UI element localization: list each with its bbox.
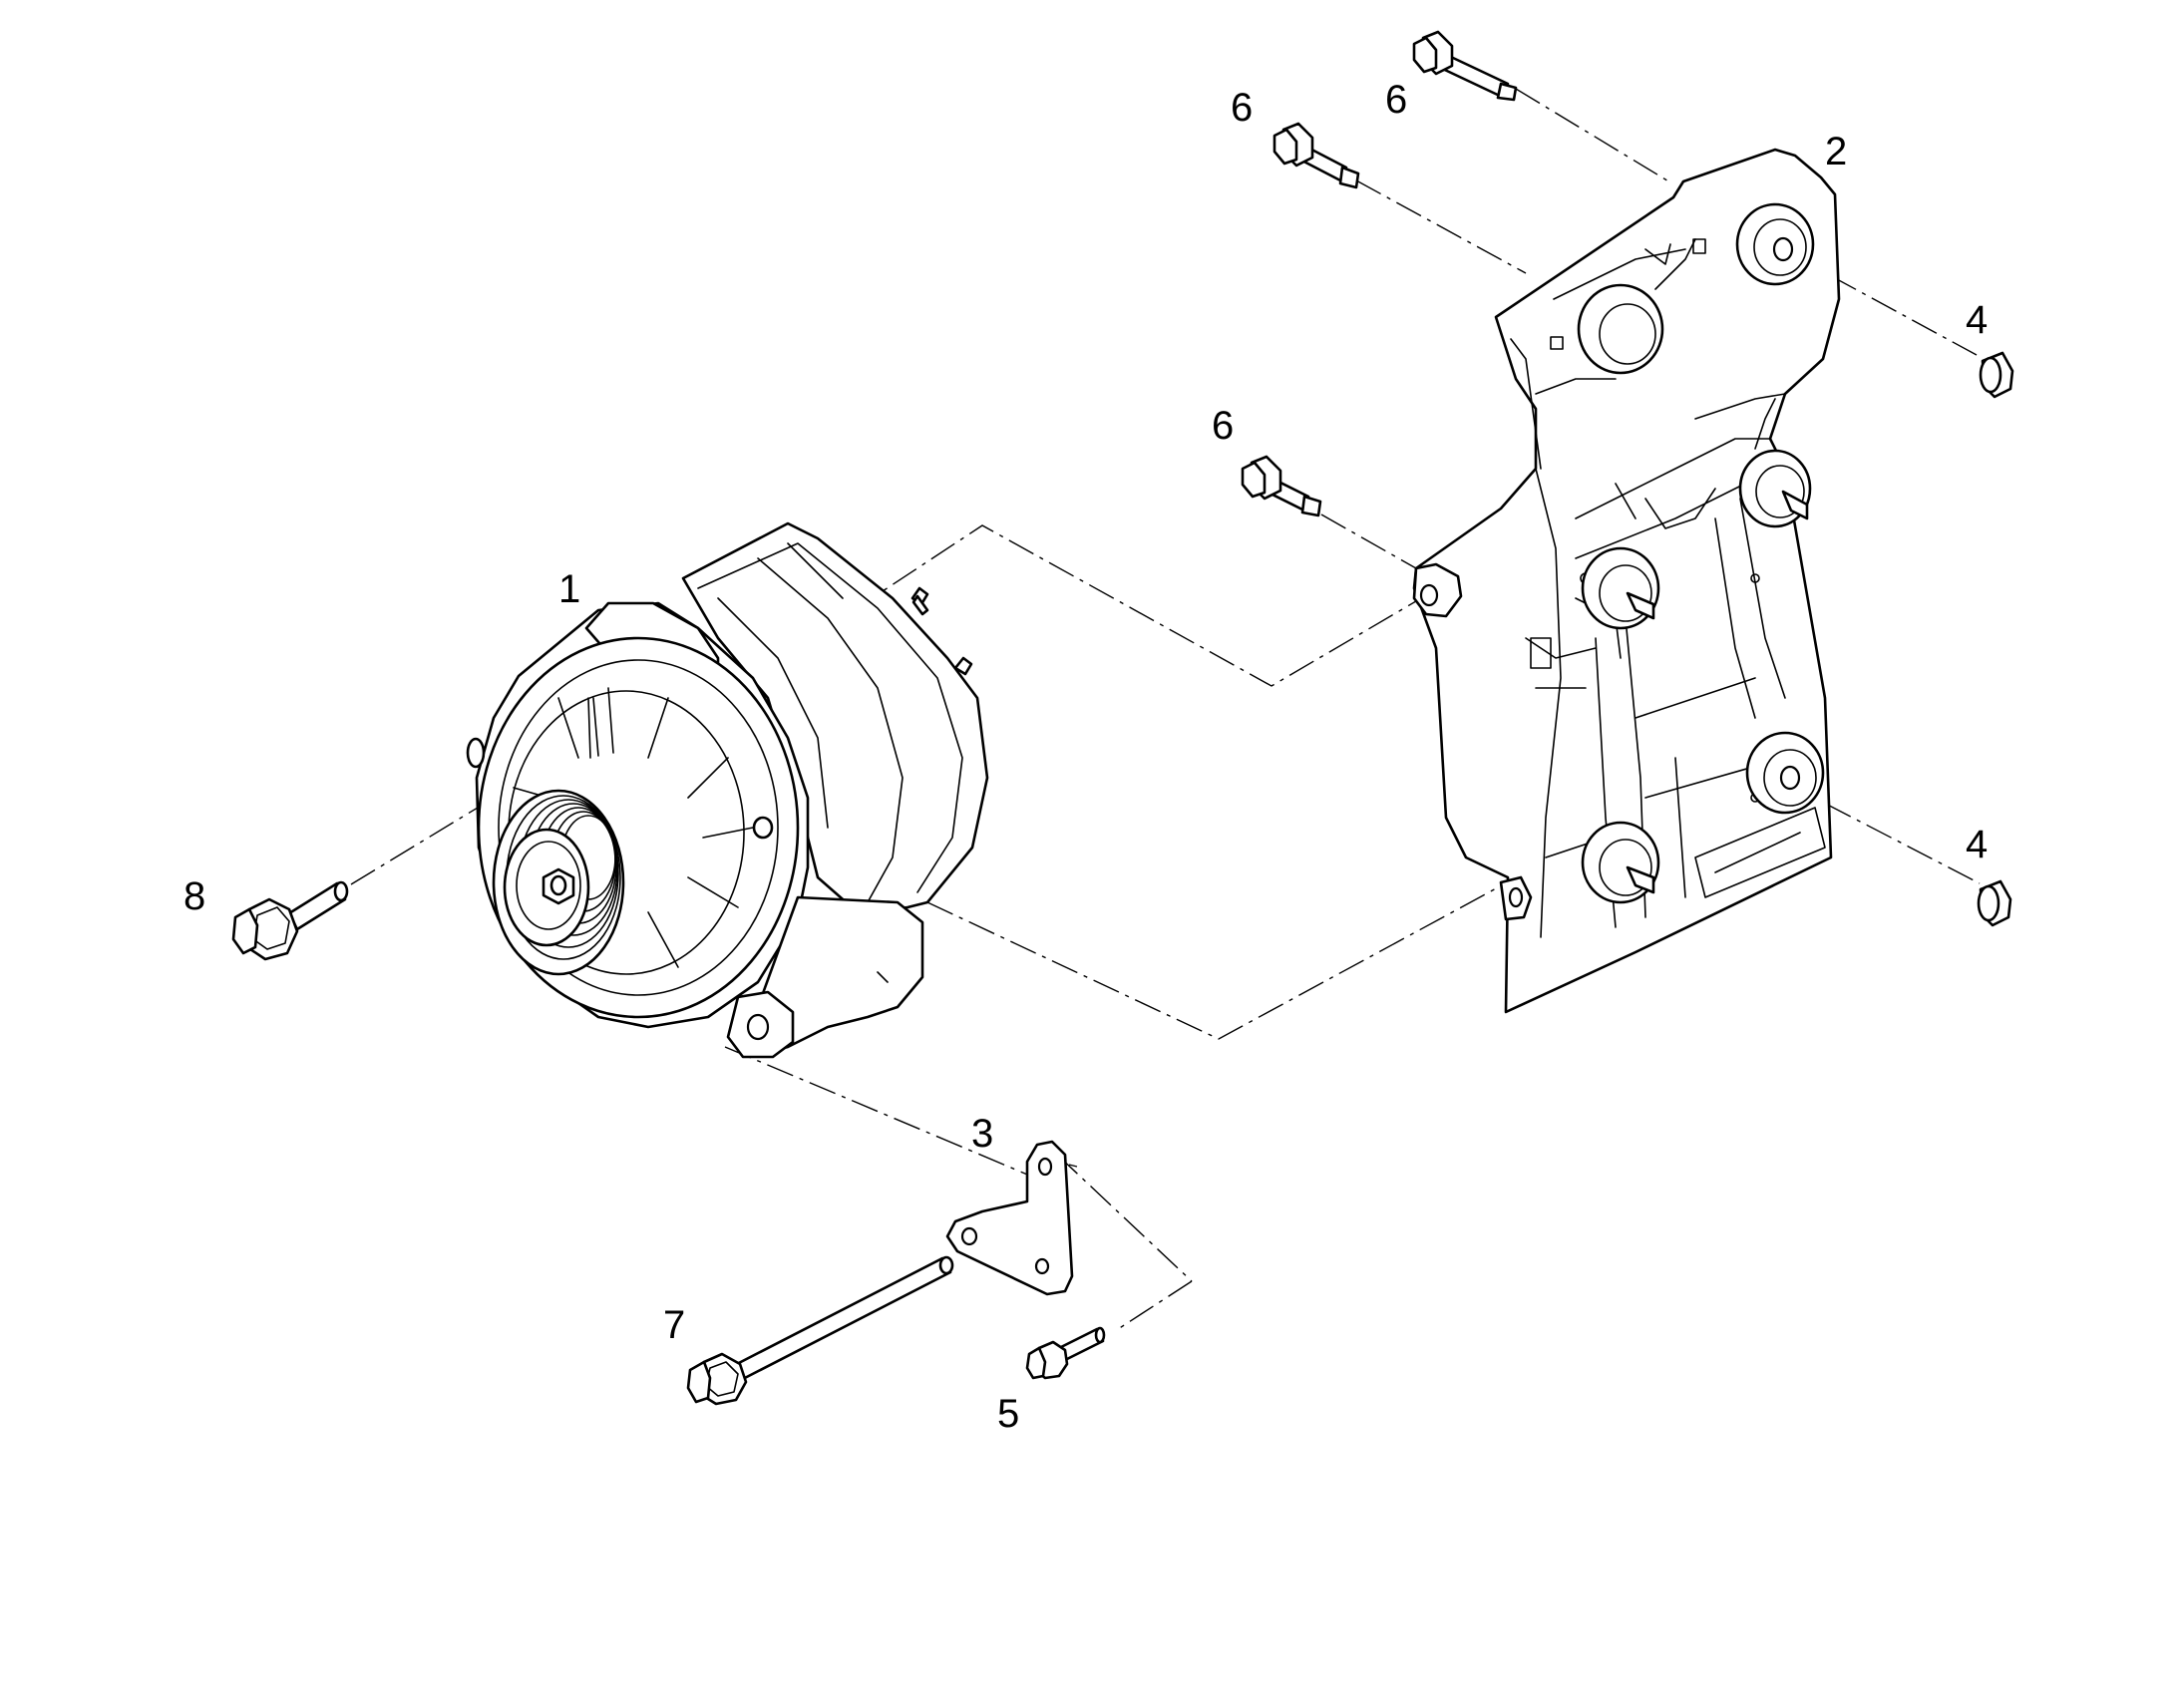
bolt-8-pivot [231, 880, 349, 961]
bushing-4-upper [1979, 351, 2014, 399]
callout-4-upper: 4 [1966, 298, 1988, 342]
bracket-upper-ear-hole [1419, 583, 1439, 607]
plate-upper-hole [1037, 1157, 1053, 1177]
bolt-6-top-left [1272, 122, 1360, 189]
bracket-boss-lower-right [1745, 731, 1825, 815]
bracket-boss-upper-right [1735, 202, 1815, 286]
callout-4-lower: 4 [1966, 823, 1988, 866]
callout-3: 3 [971, 1112, 993, 1156]
bolt-6-top-right [1412, 30, 1518, 102]
callout-5: 5 [997, 1392, 1019, 1436]
bracket-boss-mid-left [1581, 546, 1660, 630]
support-plate [945, 1140, 1074, 1296]
bracket-boss-lower-left [1581, 821, 1660, 904]
bracket-boss-mid-right [1738, 449, 1812, 528]
alternator-pulley [492, 789, 625, 976]
bracket-boss-upper-left [1577, 283, 1664, 375]
callout-6-top-right: 6 [1385, 78, 1407, 122]
callout-labels: 1 2 3 4 4 5 6 6 6 7 8 [183, 78, 1988, 1436]
plate-left-hole [960, 1226, 978, 1246]
callout-7: 7 [663, 1303, 685, 1347]
alternator [466, 521, 989, 1059]
alternator-terminal-studs [910, 586, 973, 676]
callout-1: 1 [558, 567, 580, 611]
bolt-5-small [1025, 1326, 1106, 1380]
bolt-7-long [686, 1255, 954, 1406]
mounting-bracket [1412, 148, 1841, 1014]
bushing-4-lower [1977, 879, 2012, 927]
plate-lower-hole [1034, 1257, 1050, 1275]
callout-6-middle: 6 [1212, 404, 1234, 448]
callout-8: 8 [183, 874, 205, 918]
callout-6-top-left: 6 [1231, 86, 1253, 130]
bracket-lower-ear-hole [1508, 886, 1524, 908]
alternator-lower-foot-hole [746, 1013, 770, 1041]
bolt-6-middle [1241, 455, 1322, 517]
callout-2: 2 [1825, 130, 1847, 173]
